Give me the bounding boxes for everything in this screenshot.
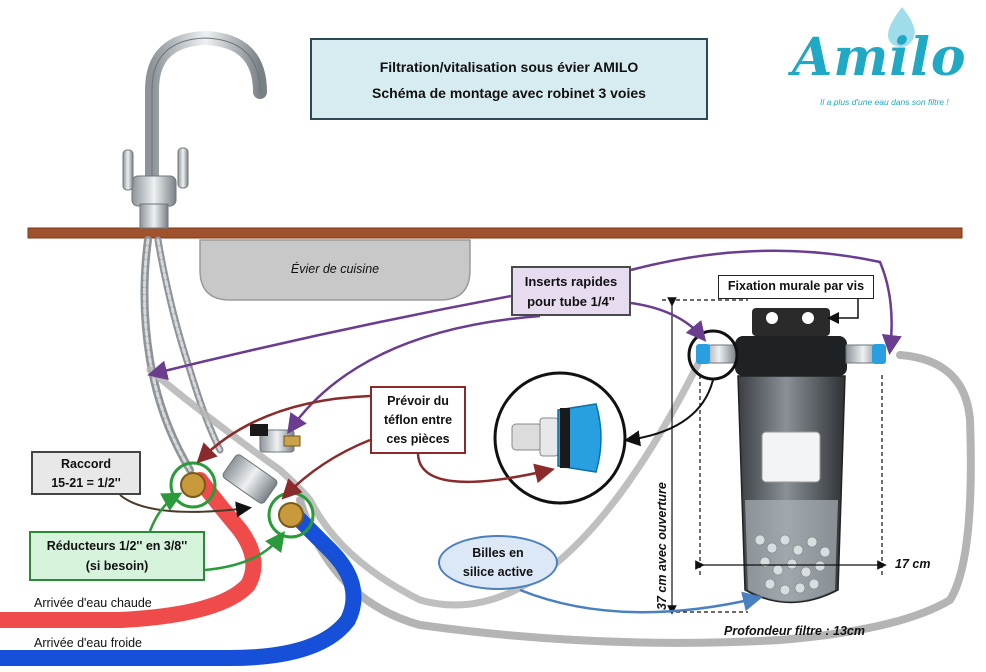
cold-water-label: Arrivée d'eau froide [34,636,143,650]
fixation-arrow [827,299,859,324]
raccord-box: Raccord 15-21 = 1/2'' [31,451,141,495]
zoom-arrow [624,379,714,447]
teflon-arrows [196,394,555,500]
depth-label: Profondeur filtre : 13cm [724,624,865,638]
raccord-line-2: 15-21 = 1/2'' [51,476,121,490]
flex-hoses [140,236,224,474]
filter-housing-icon [696,308,886,604]
amilo-logo: Amilo Il a plus d'une eau dans son filtr… [780,5,970,115]
raccord-highlight [169,461,217,509]
raccord-line-1: Raccord [60,457,112,471]
reducteurs-box: Réducteurs 1/2'' en 3/8'' (si besoin) [29,531,205,581]
inserts-box: Inserts rapides pour tube 1/4'' [511,266,631,316]
sink-bowl [199,239,471,301]
height-dimension-label: 37 cm avec ouverture [655,482,669,610]
billes-box: Billes en silice active [438,535,558,590]
teflon-box: Prévoir du téflon entre ces pièces [370,386,466,454]
teflon-line-3: ces pièces [386,432,450,446]
hot-water-label: Arrivée d'eau chaude [34,596,152,610]
reducteurs-arrows [148,492,285,572]
inserts-line-2: pour tube 1/4'' [527,294,615,309]
hot-water-pipe [0,472,262,628]
fixation-box: Fixation murale par vis [718,275,874,299]
reducteurs-line-1: Réducteurs 1/2'' en 3/8'' [46,539,188,553]
quick-connector-icon [493,371,627,505]
dimension-lines [662,297,887,615]
billes-arrow [519,588,763,614]
valve-icon [250,424,301,453]
faucet-icon [122,30,267,229]
filter-tube-loop [296,351,975,647]
sink-label: Évier de cuisine [290,262,380,276]
cold-water-pipe [0,507,362,666]
inserts-arrows [147,249,902,435]
inserts-line-1: Inserts rapides [524,274,618,289]
countertop [27,227,963,239]
width-dimension-label: 17 cm [895,557,931,571]
drop-icon [888,7,915,47]
billes-line-1: Billes en [472,546,524,560]
logo-word: Amilo [792,27,967,88]
reducteurs-line-2: (si besoin) [85,559,149,573]
teflon-line-2: téflon entre [383,413,453,427]
title-line-1: Filtration/vitalisation sous évier AMILO [379,59,639,75]
teflon-line-1: Prévoir du [387,394,449,408]
billes-line-2: silice active [462,565,534,579]
title-box: Filtration/vitalisation sous évier AMILO… [310,38,708,120]
filter-inlet-highlight [687,329,739,381]
title-line-2: Schéma de montage avec robinet 3 voies [372,85,646,101]
brass-fittings [180,454,304,528]
logo-tagline: Il a plus d'une eau dans son filtre ! [820,97,949,107]
filter-tube-in [146,356,704,609]
